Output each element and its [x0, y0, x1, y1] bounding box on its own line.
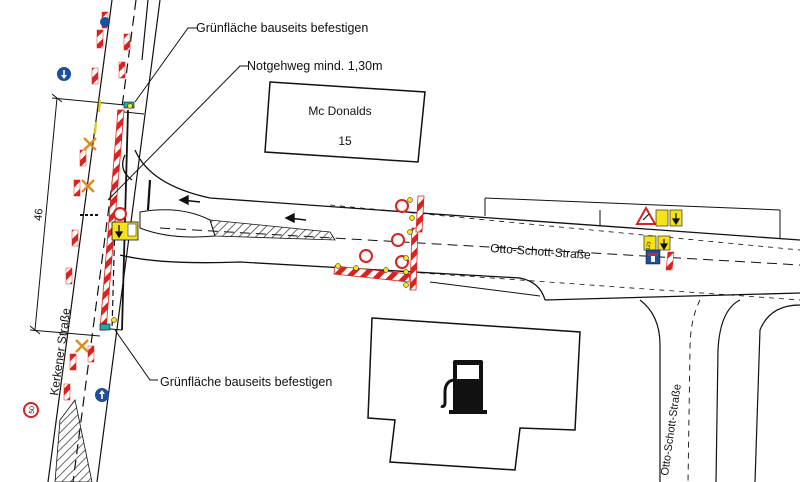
- otto-schott-side-road: [639, 299, 800, 482]
- blue-sign-top: [100, 17, 110, 27]
- warning-lights: [111, 103, 415, 323]
- cross-markers: [75, 137, 97, 353]
- building-mcdonalds: [264, 81, 426, 163]
- speed-limit-value: 50: [29, 406, 37, 415]
- hatched-area-left: [54, 399, 93, 482]
- barrier-posts-left: [63, 11, 131, 401]
- prohibition-sign-left: [113, 207, 127, 221]
- arrow-up-icon: [95, 388, 109, 402]
- warning-triangle-sign: [635, 205, 657, 225]
- building-number: 15: [338, 134, 352, 148]
- fuel-pump-icon: [440, 360, 487, 414]
- label-notgehweg: Notgehweg mind. 1,30m: [247, 59, 383, 73]
- label-gruenflaeche-top: Grünfläche bauseits befestigen: [196, 21, 368, 35]
- street-label-kerkener: Kerkener Straße: [47, 307, 73, 396]
- prohibition-sign-3: [359, 249, 373, 263]
- barrier-main-road: [333, 195, 425, 291]
- lane-arrows: [178, 194, 307, 224]
- yellow-sign-right-1: [655, 209, 669, 227]
- street-label-otto-side: Otto-Schott-Straße: [659, 383, 684, 476]
- teal-marker-bottom: [99, 323, 111, 331]
- otto-schott-road: [119, 149, 800, 301]
- speed-limit-sign: 50: [23, 402, 39, 418]
- prohibition-sign-1: [395, 199, 409, 213]
- dead-end-sign: [645, 249, 661, 265]
- hatched-island: [209, 219, 336, 241]
- dimension-label: 46: [32, 208, 45, 221]
- label-gruenflaeche-bottom: Grünfläche bauseits befestigen: [160, 375, 332, 389]
- dimension-line: [29, 93, 126, 337]
- building-name: Mc Donalds: [308, 104, 371, 118]
- arrow-down-icon: [57, 67, 71, 81]
- prohibition-sign-2: [391, 233, 405, 247]
- leader-lines: [107, 27, 248, 381]
- street-label-otto-main: Otto-Schott-Straße: [490, 241, 592, 262]
- road-sign-code: 123: [645, 241, 652, 250]
